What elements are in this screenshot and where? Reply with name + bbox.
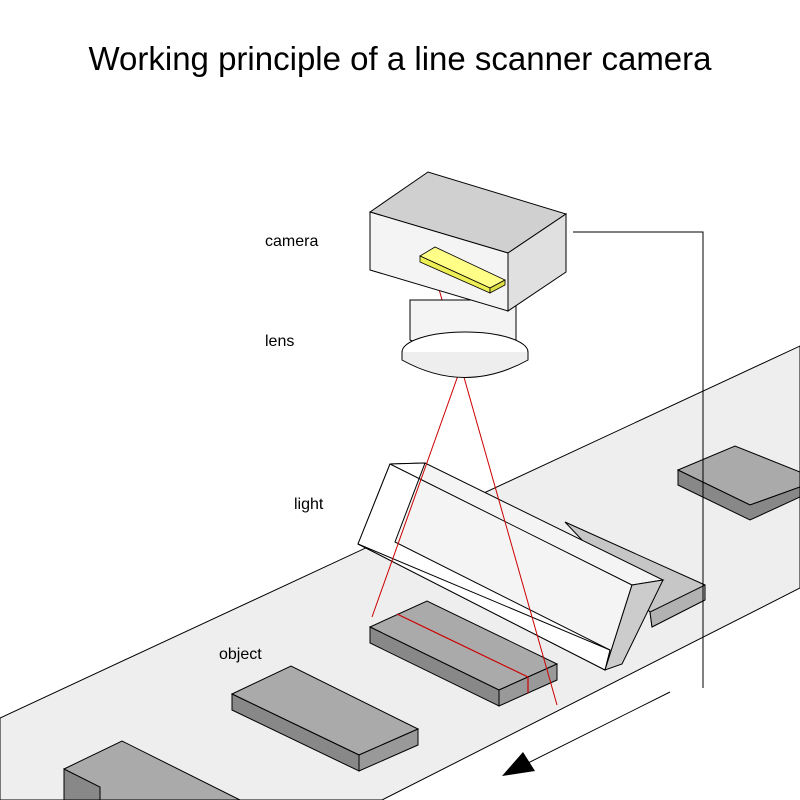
conveyor-belt [0,345,800,800]
light-unit [357,462,665,671]
lens [401,299,529,378]
object-far-right [676,445,800,521]
object-front [63,740,241,800]
arrow-down-left-icon [502,691,671,776]
label-light: light [294,496,324,513]
belt-surface [0,345,800,800]
label-object: object [219,646,262,663]
diagram-title: Working principle of a line scanner came… [88,40,712,77]
label-camera: camera [265,233,318,250]
camera [368,171,568,312]
object-middle [230,665,420,772]
label-lens: lens [265,333,294,350]
scan-line [396,613,529,693]
camera-cable [573,231,704,688]
